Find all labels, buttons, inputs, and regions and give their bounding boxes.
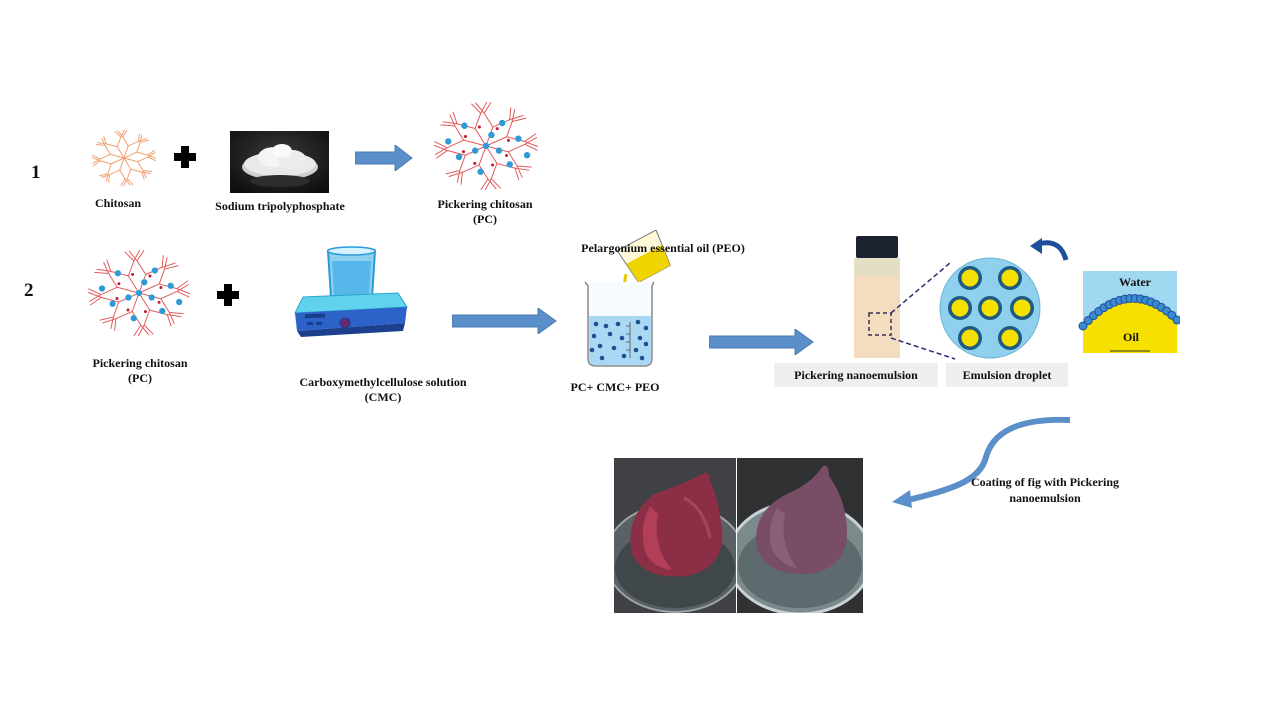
pickering-chitosan-label: Pickering chitosan (PC) xyxy=(420,197,550,227)
arrow-right-icon-3 xyxy=(709,329,815,355)
mixture-label: PC+ CMC+ PEO xyxy=(570,380,660,394)
oil-label: Oil xyxy=(1122,330,1139,344)
mixing-beaker-icon xyxy=(580,230,690,375)
plus-icon-2 xyxy=(217,284,239,306)
emulsion-droplet-diagram xyxy=(938,256,1042,360)
water-oil-interface-diagram xyxy=(1030,236,1180,356)
chitosan-label: Chitosan xyxy=(94,196,141,210)
coating-label-line1: Coating of fig with Pickering xyxy=(971,475,1119,489)
cmc-label-line1: Carboxymethylcellulose solution xyxy=(299,375,467,389)
arrow-right-icon-2 xyxy=(452,308,558,334)
peo-label: Pelargonium essential oil (PEO) xyxy=(581,241,745,255)
pickering-chitosan-label-2-line2: (PC) xyxy=(128,371,152,385)
step-number-1: 1 xyxy=(31,162,41,183)
pickering-chitosan-label-2: Pickering chitosan (PC) xyxy=(75,356,205,386)
fig-photo-coated xyxy=(737,458,863,613)
magnetic-stirrer-icon xyxy=(283,245,413,340)
pickering-chitosan-icon xyxy=(432,100,540,192)
plus-icon xyxy=(174,146,196,168)
nanoemulsion-vial-photo xyxy=(853,236,901,360)
coating-label: Coating of fig with Pickering nanoemulsi… xyxy=(955,474,1135,506)
cmc-label: Carboxymethylcellulose solution (CMC) xyxy=(283,375,483,405)
sodium-tripolyphosphate-photo xyxy=(230,131,329,193)
arrow-right-icon xyxy=(355,145,413,171)
nanoemulsion-label: Pickering nanoemulsion xyxy=(774,363,938,387)
sodium-tripolyphosphate-label: Sodium tripolyphosphate xyxy=(215,199,345,213)
fig-photo-uncoated xyxy=(614,458,736,613)
step-number-2: 2 xyxy=(24,280,34,301)
chitosan-dendrimer-icon xyxy=(90,128,158,188)
zoom-lines xyxy=(890,255,960,365)
pickering-chitosan-label-line2: (PC) xyxy=(473,212,497,226)
coating-label-line2: nanoemulsion xyxy=(1009,491,1081,505)
curved-arrow-icon xyxy=(888,412,1073,512)
curved-arrow-head xyxy=(1030,238,1042,254)
water-label: Water xyxy=(1119,275,1151,289)
emulsion-droplet-label: Emulsion droplet xyxy=(946,363,1068,387)
pickering-chitosan-label-line1: Pickering chitosan xyxy=(437,197,533,211)
cmc-label-line2: (CMC) xyxy=(364,390,402,404)
pickering-chitosan-icon-2 xyxy=(85,248,193,338)
pickering-chitosan-label-2-line1: Pickering chitosan xyxy=(92,356,188,370)
